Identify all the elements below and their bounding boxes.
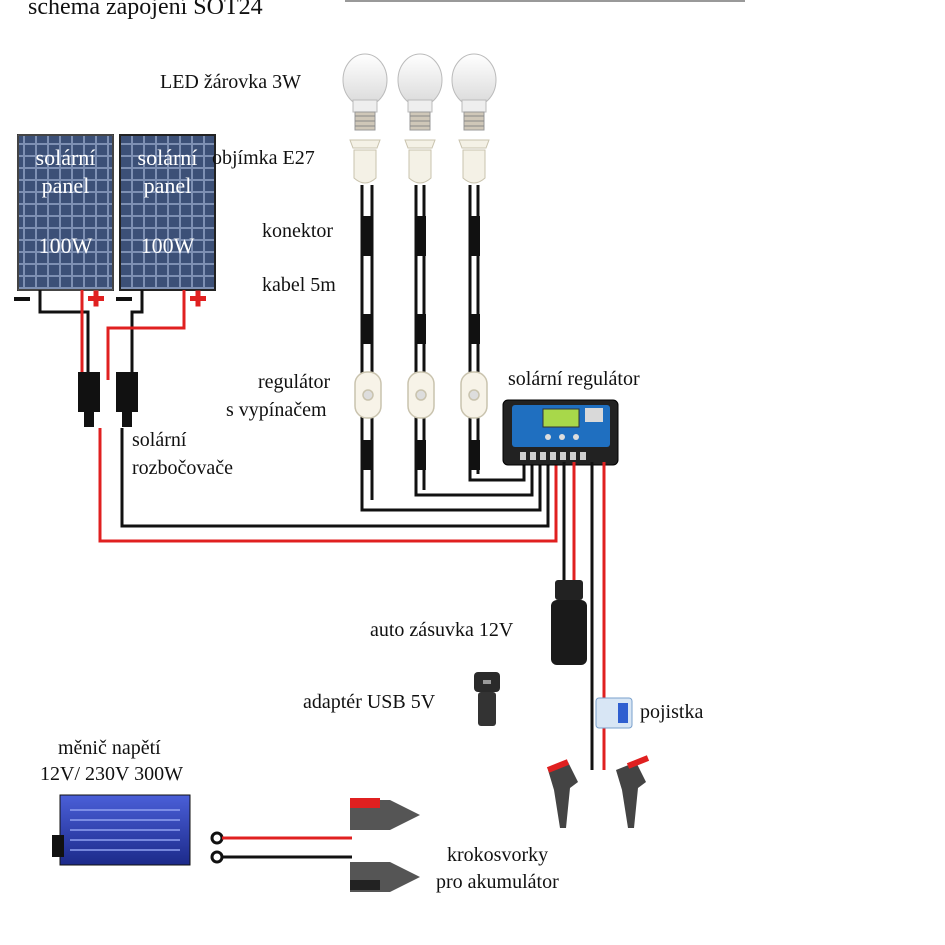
- fuse-device: [595, 697, 633, 729]
- splitter-to-regulator-wires: [98, 428, 558, 543]
- inverter-device: [52, 794, 191, 866]
- splitter-label-line1: solární: [132, 429, 187, 451]
- panel-wires: [38, 290, 186, 380]
- car-socket-device: [551, 580, 587, 665]
- cable-label: kabel 5m: [262, 274, 336, 296]
- inverter-wires: [210, 831, 352, 864]
- solar-regulator-device: [502, 399, 619, 466]
- usb-adapter-label: adaptér USB 5V: [303, 691, 436, 713]
- dimmer-switches: [354, 371, 488, 419]
- panel-2-label-line2: panel: [143, 173, 192, 198]
- battery-clamps-regulator: [546, 755, 650, 828]
- cable-connectors: [362, 216, 480, 470]
- battery-clamps-inverter: [350, 798, 420, 892]
- panel-terminal-signs: [14, 290, 206, 307]
- dimmer-label-line1: regulátor: [258, 371, 331, 393]
- solar-splitters: [78, 372, 138, 427]
- panel-1-power: 100W: [38, 233, 93, 258]
- fuse-label: pojistka: [640, 701, 704, 723]
- solar-panel-1: [17, 134, 114, 291]
- solar-regulator-label: solární regulátor: [508, 368, 640, 390]
- dimmer-label-line2: s vypínačem: [226, 399, 327, 421]
- header-rule: [345, 0, 745, 2]
- inverter-label-line2: 12V/ 230V 300W: [40, 763, 183, 785]
- usb-adapter-device: [474, 672, 500, 726]
- connector-label: konektor: [262, 220, 334, 242]
- battery-wires: [562, 462, 606, 770]
- panel-2-power: 100W: [140, 233, 195, 258]
- clamps-label-line1: krokosvorky: [447, 844, 549, 866]
- panel-2-label-line1: solární: [137, 145, 198, 170]
- led-bulb-label: LED žárovka 3W: [160, 71, 302, 93]
- panel-1-label-line2: panel: [41, 173, 90, 198]
- splitter-label-line2: rozbočovače: [132, 457, 234, 479]
- socket-label: objímka E27: [212, 147, 315, 169]
- e27-sockets: [349, 139, 490, 184]
- diagram-title: schema zapojení SOT24: [28, 0, 263, 20]
- led-bulbs: [342, 53, 497, 131]
- inverter-label-line1: měnič napětí: [58, 737, 161, 759]
- panel-1-label-line1: solární: [35, 145, 96, 170]
- car-socket-label: auto zásuvka 12V: [370, 619, 514, 641]
- solar-panel-2: [119, 134, 216, 291]
- clamps-label-line2: pro akumulátor: [436, 871, 559, 893]
